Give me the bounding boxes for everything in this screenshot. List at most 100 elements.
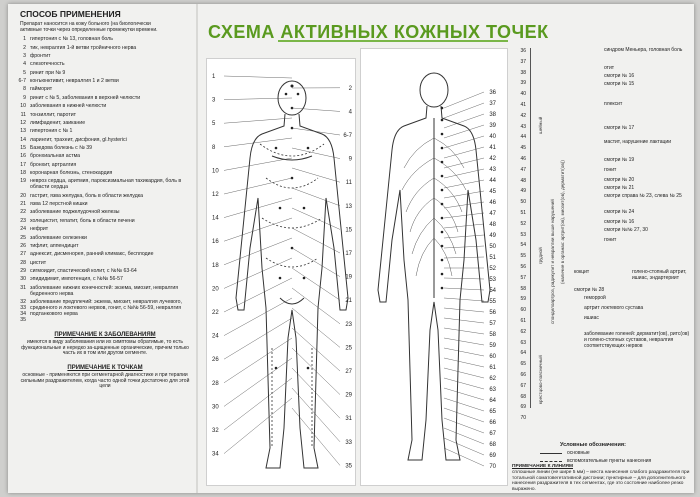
- usage-item-number: 22: [20, 209, 26, 216]
- page-fold: [196, 4, 198, 493]
- back-leader-line: [443, 245, 485, 249]
- front-leader-line: [291, 287, 341, 324]
- usage-item: 22 заболевание поджелудочной железы: [16, 209, 194, 216]
- front-label: 3: [212, 98, 216, 104]
- usage-item-text: слезотечность: [30, 61, 65, 68]
- back-point-number: 53: [520, 231, 526, 238]
- usage-item-text: заболевание поджелудочной железы: [30, 209, 120, 216]
- usage-item-number: 10: [20, 103, 26, 110]
- front-label: 13: [345, 204, 352, 210]
- front-label: 18: [212, 263, 219, 269]
- usage-item-number: 28: [20, 259, 26, 266]
- usage-item-text: заболевание предплечий: экзема, миозит, …: [30, 298, 183, 317]
- usage-item-number: 1: [23, 36, 26, 43]
- usage-item-number: 17: [20, 161, 26, 168]
- back-label: 53: [489, 277, 496, 283]
- back-label: 43: [489, 167, 496, 173]
- front-leader-line: [223, 337, 293, 383]
- back-leader-line: [443, 377, 485, 390]
- back-point-description: мастит, нарушение лактации: [604, 139, 672, 145]
- back-leader-line: [443, 447, 485, 467]
- back-point-number: 48: [520, 177, 526, 184]
- back-leader-line: [443, 347, 485, 357]
- front-point-labels: 123456-789101112131415161718192021222324…: [212, 74, 353, 469]
- front-label: 14: [212, 216, 219, 222]
- front-leader-line: [291, 387, 341, 442]
- usage-item-text: гастрит, язва желудка, боль в области же…: [30, 192, 143, 199]
- legend-main-label: основные: [567, 450, 590, 456]
- back-label: 39: [489, 123, 496, 129]
- front-label: 28: [212, 381, 219, 387]
- front-leader-line: [223, 137, 293, 147]
- usage-column: СПОСОБ ПРИМЕНЕНИЯ Препарат наносится на …: [16, 9, 194, 488]
- back-label: 42: [489, 156, 496, 162]
- front-leader-line: [291, 327, 341, 372]
- usage-item-text: гипертония с № 13, головная боль: [30, 36, 113, 43]
- back-point-number: 40: [520, 91, 526, 98]
- back-point-description: артрит локтевого сустава: [584, 305, 644, 311]
- back-point-number: 54: [520, 242, 526, 249]
- usage-item-number: 15: [20, 144, 26, 151]
- back-point-description: смотри № 21: [604, 185, 635, 191]
- back-leader-line: [443, 277, 485, 280]
- usage-item-number: 4: [23, 61, 26, 68]
- back-point-description: смотри № 24: [604, 209, 635, 215]
- usage-item-text: заболевание нижних конечностей: экзема, …: [30, 284, 179, 297]
- back-point-number: 49: [520, 188, 526, 195]
- back-leader-line: [443, 113, 485, 129]
- usage-item-text: аднексит, дисменорея, ранний климакс, бе…: [30, 251, 154, 258]
- back-leader-line: [443, 223, 485, 229]
- usage-item-number: 8: [23, 86, 26, 93]
- usage-item-number: 24: [20, 226, 26, 233]
- back-label: 60: [489, 354, 496, 360]
- front-label: 20: [212, 286, 219, 292]
- back-point-description: плексит: [604, 101, 623, 107]
- back-point-number: 37: [520, 58, 526, 65]
- points-note-text: основные - применяются при сегментарной …: [20, 371, 190, 390]
- back-point-description: ишиас: [584, 315, 599, 321]
- dashed-line-swatch: [540, 460, 562, 462]
- lines-note-text-2: пунктирные – для дополнительного нанесен…: [512, 475, 686, 493]
- back-point-number: 55: [520, 253, 526, 260]
- leaflet-sheet: СПОСОБ ПРИМЕНЕНИЯ Препарат наносится на …: [8, 4, 694, 493]
- usage-item: 4 слезотечность: [16, 61, 194, 68]
- back-nerve-lines: [401, 137, 467, 277]
- back-label: 69: [489, 453, 496, 459]
- legend-aux-label: вспомогательные пункты нанесения: [567, 458, 652, 464]
- back-point-description: смотри № 16: [604, 219, 635, 225]
- usage-item-number: 20: [20, 192, 26, 199]
- back-point-number: 41: [520, 101, 526, 108]
- back-point-number: 38: [520, 69, 526, 76]
- back-point-description: смотри №№ 27, 30: [604, 227, 648, 233]
- back-label: 38: [489, 112, 496, 118]
- page-title: СХЕМА АКТИВНЫХ КОЖНЫХ ТОЧЕК: [208, 22, 549, 42]
- back-point-description: синдром Меньера, головная боль: [604, 47, 683, 53]
- usage-item-text: эпидидимит, импотенция, с №№ 56-57: [30, 276, 123, 283]
- back-label: 63: [489, 387, 496, 393]
- back-point-number: 52: [520, 220, 526, 227]
- usage-item-number: 32 33 34 35: [20, 298, 26, 323]
- front-leader-line: [291, 267, 341, 301]
- back-leader-line: [443, 387, 485, 401]
- back-point-number: 66: [520, 371, 526, 378]
- usage-item-number: 9: [23, 94, 26, 101]
- front-label: 19: [345, 275, 352, 281]
- back-label: 56: [489, 310, 496, 316]
- back-point-number: 36: [520, 48, 526, 54]
- front-label: 29: [345, 393, 352, 399]
- usage-item-number: 11: [20, 111, 26, 118]
- usage-item-number: 5: [23, 69, 26, 76]
- group-label-organs: (наличие в органах: артрит(ов), миозит(о…: [560, 160, 565, 284]
- usage-item-number: 25: [20, 234, 26, 241]
- back-point-description: отит: [604, 65, 615, 71]
- back-label: 59: [489, 343, 496, 349]
- usage-item-text: конъюнктивит, невралгия 1 и 2 ветви: [30, 78, 119, 85]
- usage-item-text: язва 12 перстной кишки: [30, 201, 88, 208]
- front-leader-line: [291, 187, 341, 206]
